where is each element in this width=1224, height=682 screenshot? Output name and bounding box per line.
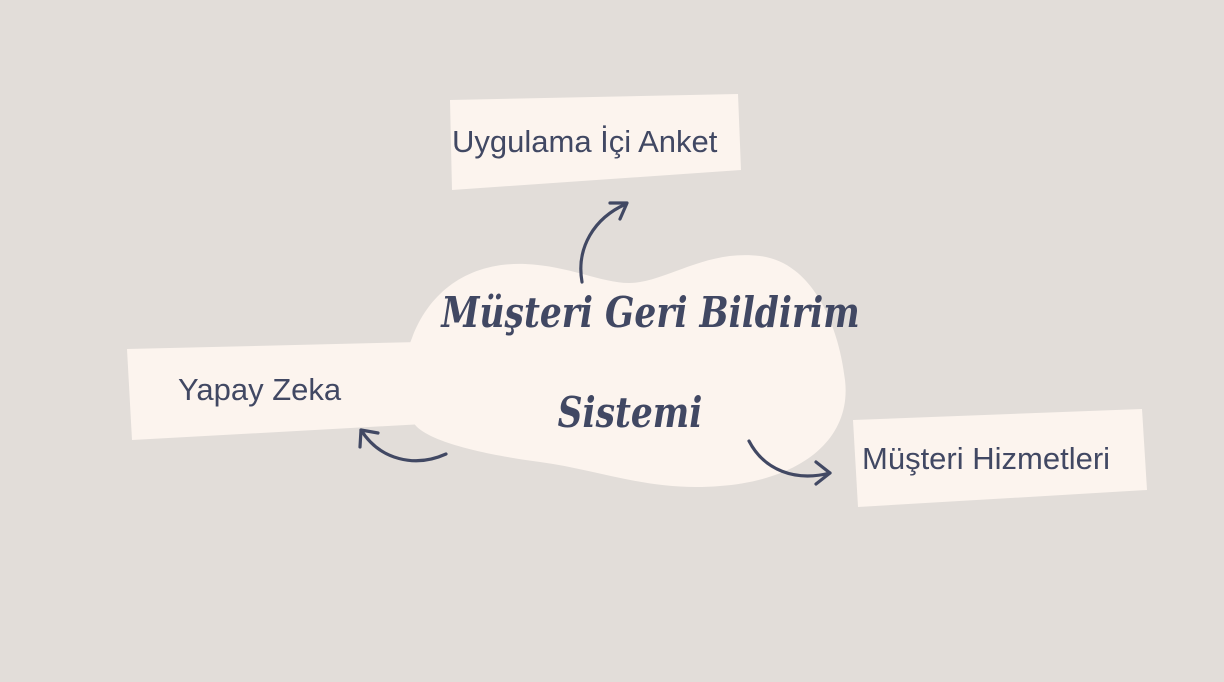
center-title-line1: Müşteri Geri Bildirim — [441, 288, 860, 337]
arrow-to-top — [579, 201, 629, 284]
node-right-box — [853, 409, 1147, 507]
center-blob — [405, 255, 846, 488]
node-left-label: Yapay Zeka — [178, 372, 342, 407]
node-left-box — [127, 342, 424, 440]
node-top-box — [450, 94, 741, 190]
arrow-to-right — [747, 439, 832, 486]
node-right-label: Müşteri Hizmetleri — [862, 441, 1111, 476]
arrow-to-left — [358, 428, 448, 463]
node-top-label: Uygulama İçi Anket — [452, 124, 718, 159]
center-title-line2: Sistemi — [557, 388, 703, 437]
